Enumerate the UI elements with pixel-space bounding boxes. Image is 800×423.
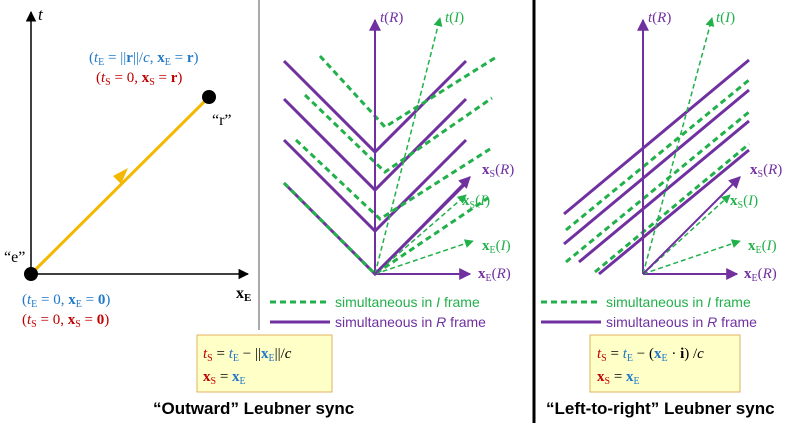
xSR-label-right: xS(R) xyxy=(750,162,782,180)
xSI-axis xyxy=(374,194,467,275)
x-axis-label: xE xyxy=(236,285,251,304)
legend-r-text: simultaneous in R frame xyxy=(335,314,486,330)
tR-label-right: t(R) xyxy=(648,10,671,26)
outward-sync-panel: t(R) t(I) xS(R) xS(I) xE(I) xE(R) simult… xyxy=(153,10,514,418)
legend-r-text-right: simultaneous in R frame xyxy=(606,314,757,330)
formula-line-2-right: xS = xE xyxy=(597,369,640,387)
xSI-label: xS(I) xyxy=(462,193,490,211)
tR-label: t(R) xyxy=(380,10,403,26)
tI-label-right: t(I) xyxy=(716,10,735,26)
caption-left-to-right: “Left-to-right” Leubner sync xyxy=(546,399,775,418)
formula-line-1: tS = tE − ||xE||/c xyxy=(203,346,292,364)
r-coords-sync: (tS = 0, xS = r) xyxy=(96,70,182,88)
tI-label: t(I) xyxy=(445,10,464,26)
formula-line-1-right: tS = tE − (xE · i) /c xyxy=(597,346,704,364)
i-frame-sync-lines-right xyxy=(565,78,750,274)
caption-outward: “Outward” Leubner sync xyxy=(153,399,354,418)
tI-axis-right xyxy=(642,17,715,275)
e-coords-sync: (tS = 0, xS = 0) xyxy=(22,312,109,330)
event-e-dot xyxy=(24,267,38,281)
legend-i-text-right: simultaneous in I frame xyxy=(606,294,751,310)
e-coords-emission: (tE = 0, xE = 0) xyxy=(22,292,110,310)
xEI-axis xyxy=(374,239,474,275)
legend-i-text: simultaneous in I frame xyxy=(335,294,480,310)
xEI-axis-right xyxy=(642,239,741,275)
t-axis-label: t xyxy=(38,5,44,24)
xEI-label: xE(I) xyxy=(482,238,511,256)
i-frame-sync-lines xyxy=(282,54,499,276)
formula-line-2: xS = xE xyxy=(203,369,246,387)
left-to-right-sync-panel: t(R) t(I) xS(R) xS(I) xE(I) xE(R) simult… xyxy=(541,10,782,418)
xER-label: xE(R) xyxy=(478,266,511,284)
event-r-dot xyxy=(202,90,216,104)
tI-axis xyxy=(374,17,443,275)
direction-arrow-icon xyxy=(113,168,128,184)
formula-box-right xyxy=(589,334,741,393)
event-r-label: “r” xyxy=(212,112,232,129)
xSR-label: xS(R) xyxy=(482,162,514,180)
r-coords-emission: (tE = ||r||/c, xE = r) xyxy=(89,50,199,68)
event-e-label: “e” xyxy=(4,249,25,266)
left-spacetime-panel: t xE “e” “r” (tE = ||r||/c, xE = r) (tS … xyxy=(4,5,251,330)
formula-box xyxy=(196,334,333,393)
xEI-label-right: xE(I) xyxy=(748,238,777,256)
xSR-axis-right xyxy=(642,176,741,275)
xER-label-right: xE(R) xyxy=(744,266,777,284)
worldline-e-to-r xyxy=(29,95,211,276)
r-frame-sync-lines-right xyxy=(563,58,750,276)
xSI-label-right: xS(I) xyxy=(730,193,758,211)
xSR-axis xyxy=(374,176,471,275)
